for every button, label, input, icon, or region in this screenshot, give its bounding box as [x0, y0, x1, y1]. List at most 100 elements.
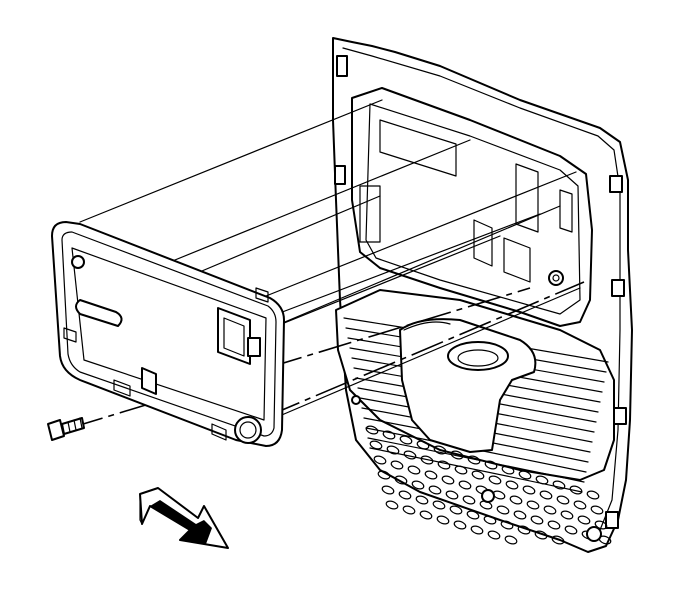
perforation: [453, 520, 467, 530]
perforation: [466, 510, 480, 520]
perforation: [573, 500, 587, 510]
perforation: [556, 495, 570, 505]
perforation: [441, 475, 455, 485]
perforation: [407, 465, 421, 475]
screw-thread-2: [73, 419, 77, 431]
perforation: [543, 505, 557, 515]
perforation: [369, 440, 383, 450]
lower-fastener-3: [351, 395, 361, 405]
screw-head: [47, 419, 65, 441]
rib-block-center: [473, 219, 493, 267]
tab-right-4: [605, 511, 619, 529]
perforation: [560, 510, 574, 520]
perforation: [411, 480, 425, 490]
tab-right-3: [613, 407, 627, 425]
perforation: [437, 460, 451, 470]
forward-direction-arrow: [139, 487, 229, 549]
perforation: [419, 510, 433, 520]
perforation: [564, 525, 578, 535]
perforation: [509, 495, 523, 505]
perforation: [539, 490, 553, 500]
perforation: [377, 470, 391, 480]
perforation: [471, 470, 485, 480]
perforation: [381, 485, 395, 495]
perforation: [526, 500, 540, 510]
bezel-slot: [75, 299, 123, 327]
perforation: [445, 490, 459, 500]
door-panel-rim: [342, 47, 621, 531]
cup-holder-rim: [403, 321, 451, 331]
bezel-mount-hole: [71, 255, 85, 269]
grille-line: [367, 437, 585, 483]
perforation: [577, 515, 591, 525]
bezel-clip-left: [63, 327, 77, 343]
perforation: [433, 445, 447, 455]
perforation: [586, 490, 600, 500]
perforation: [416, 440, 430, 450]
perforation: [390, 460, 404, 470]
screw-shank: [61, 417, 85, 435]
fastener-axis-line: [267, 281, 585, 417]
bezel-clip-bottom: [211, 423, 227, 441]
switch-bezel-panel: [51, 221, 285, 447]
panel-nut: [548, 270, 564, 286]
switch-opening-inner: [223, 317, 245, 357]
perforation: [483, 515, 497, 525]
cup-holder-inner: [457, 349, 499, 367]
perforation: [488, 475, 502, 485]
guide-line-2: [169, 139, 471, 263]
perforation: [500, 520, 514, 530]
door-pocket: [379, 119, 457, 177]
perforation: [386, 445, 400, 455]
perforation: [504, 535, 518, 545]
screw-thread-3: [79, 417, 83, 429]
tab-mid-left: [334, 165, 346, 185]
perforation: [547, 520, 561, 530]
perforation: [403, 450, 417, 460]
guide-line-3: [189, 195, 381, 277]
rib-block-upper: [515, 163, 539, 233]
perforation: [551, 535, 565, 545]
bezel-inner-rim: [61, 231, 277, 437]
switch-clip: [247, 337, 261, 357]
screw-thread-1: [67, 421, 71, 433]
bezel-recess: [351, 87, 593, 327]
retaining-screw: [47, 417, 85, 441]
perforation: [487, 530, 501, 540]
perforation: [436, 515, 450, 525]
perforation: [518, 470, 532, 480]
perforation: [432, 500, 446, 510]
perforation: [534, 530, 548, 540]
perforation: [415, 495, 429, 505]
bezel-fastener: [234, 416, 262, 444]
perforation: [365, 425, 379, 435]
perforation: [402, 505, 416, 515]
clip-bracket: [503, 237, 531, 283]
tab-top-left: [336, 55, 348, 77]
tab-right-1: [609, 175, 623, 193]
perforation: [530, 515, 544, 525]
perforation: [594, 520, 608, 530]
perforation: [552, 480, 566, 490]
perforation: [424, 470, 438, 480]
guide-line-1: [79, 99, 383, 223]
perforation: [501, 465, 515, 475]
perforation: [513, 510, 527, 520]
perforation: [467, 455, 481, 465]
perforation: [484, 460, 498, 470]
bezel-clip-top: [255, 287, 269, 303]
switch-opening: [217, 307, 251, 365]
bezel-fastener-inner: [239, 421, 257, 439]
perforation: [382, 430, 396, 440]
perforation: [535, 475, 549, 485]
rib-block-right: [559, 189, 573, 233]
perforation: [590, 505, 604, 515]
perforation: [428, 485, 442, 495]
perforation: [496, 505, 510, 515]
guide-line-7: [269, 287, 581, 421]
perforation: [458, 480, 472, 490]
guide-line-6: [255, 213, 541, 323]
perforation: [569, 485, 583, 495]
perforation: [399, 435, 413, 445]
